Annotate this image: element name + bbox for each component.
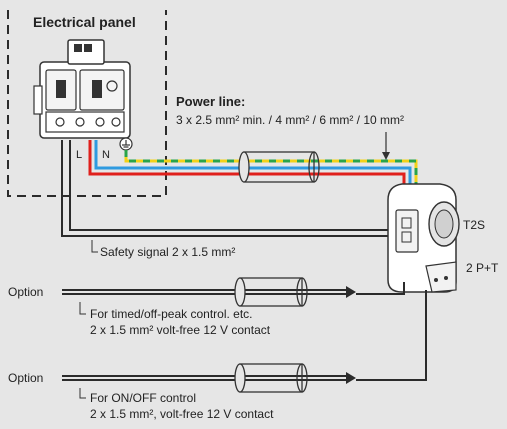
safety-signal-cable xyxy=(61,140,390,253)
terminal-label-neutral: N xyxy=(102,149,110,161)
option1-cable xyxy=(62,277,405,315)
device-label: T2S xyxy=(463,218,485,232)
option2-cable xyxy=(62,290,427,399)
terminal-label-live: L xyxy=(76,149,82,161)
option1-cable-sleeve-icon xyxy=(234,277,308,307)
panel-title: Electrical panel xyxy=(33,14,136,30)
circuit-breaker-icon xyxy=(33,39,131,139)
earth-wire-stripe xyxy=(124,150,418,198)
option2-line1: For ON/OFF control xyxy=(90,391,196,405)
power-line-wires xyxy=(88,132,418,198)
neutral-wire xyxy=(94,140,412,198)
option2-label: Option xyxy=(8,371,43,385)
electrical-panel: Electrical panel xyxy=(7,10,167,197)
power-line-title: Power line: xyxy=(176,94,245,109)
option1-line2: 2 x 1.5 mm² volt-free 12 V contact xyxy=(90,323,271,337)
earth-ground-icon xyxy=(119,137,133,151)
option1-label: Option xyxy=(8,285,43,299)
power-cable-sleeve-icon xyxy=(238,151,320,183)
t2s-device-icon xyxy=(387,183,460,293)
device-socket-label: 2 P+T xyxy=(466,261,499,275)
panel-frame xyxy=(7,10,167,197)
option1-line1: For timed/off-peak control. etc. xyxy=(90,307,253,321)
option2-line2: 2 x 1.5 mm², volt-free 12 V contact xyxy=(90,407,274,421)
safety-signal-label: Safety signal 2 x 1.5 mm² xyxy=(100,245,235,259)
power-line-spec: 3 x 2.5 mm² min. / 4 mm² / 6 mm² / 10 mm… xyxy=(176,113,404,127)
option2-cable-sleeve-icon xyxy=(234,363,308,393)
